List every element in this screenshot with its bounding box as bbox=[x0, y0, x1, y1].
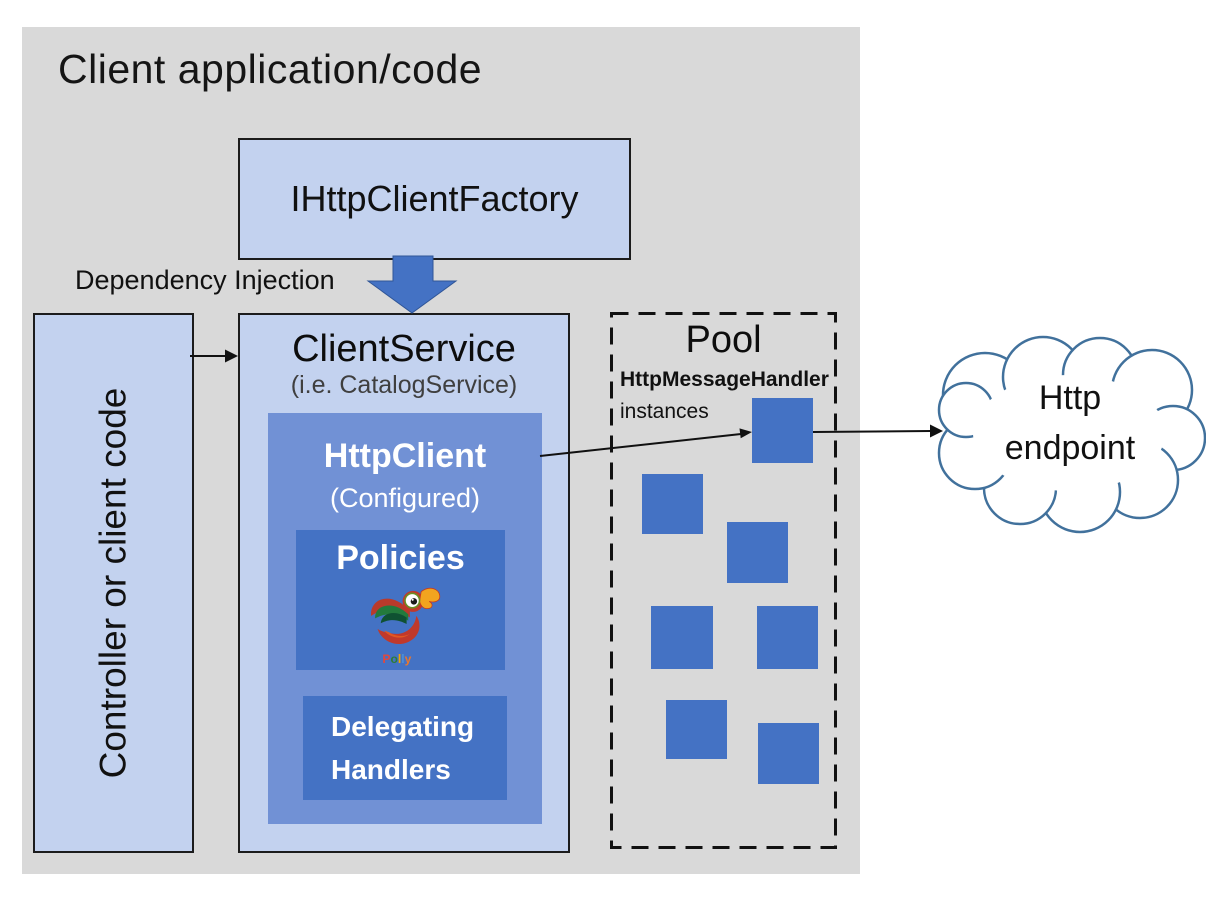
pool-title: Pool bbox=[685, 319, 762, 361]
policies-box: Policies bbox=[296, 530, 505, 670]
pool-handler-type-label: HttpMessageHandler bbox=[620, 368, 829, 391]
client-service-title: ClientService bbox=[292, 328, 516, 370]
pool-instances-label: instances bbox=[620, 400, 709, 423]
http-client-title: HttpClient bbox=[323, 437, 487, 475]
polly-parrot-icon: Polly bbox=[363, 582, 447, 666]
client-application-title: Client application/code bbox=[58, 46, 483, 92]
dependency-injection-label: Dependency Injection bbox=[75, 265, 335, 295]
http-client-box: HttpClient (Configured) Policies bbox=[268, 413, 542, 824]
client-application-box: Client application/code IHttpClientFacto… bbox=[22, 27, 860, 874]
policies-label: Policies bbox=[336, 539, 465, 577]
ihttpclientfactory-box: IHttpClientFactory bbox=[238, 138, 631, 260]
polly-logo-text: Polly bbox=[382, 652, 411, 666]
handler-instance-square bbox=[757, 606, 818, 669]
delegating-handlers-line2: Handlers bbox=[331, 754, 451, 785]
ihttpclientfactory-label: IHttpClientFactory bbox=[290, 178, 579, 219]
endpoint-label-line2: endpoint bbox=[1005, 429, 1136, 467]
controller-label: Controller or client code bbox=[92, 387, 134, 779]
http-client-subtitle: (Configured) bbox=[329, 483, 481, 513]
delegating-handlers-line1: Delegating bbox=[331, 711, 475, 742]
handler-instance-square bbox=[642, 474, 703, 534]
handler-instance-square bbox=[752, 398, 813, 463]
client-service-subtitle: (i.e. CatalogService) bbox=[290, 371, 518, 399]
delegating-handlers-box: Delegating Handlers bbox=[303, 696, 507, 800]
handler-instance-square bbox=[758, 723, 819, 784]
controller-box: Controller or client code bbox=[33, 313, 194, 853]
client-service-box: ClientService (i.e. CatalogService) Http… bbox=[238, 313, 570, 853]
handler-instance-square bbox=[727, 522, 788, 583]
pool-box: Pool HttpMessageHandler instances bbox=[610, 312, 837, 849]
handler-instance-square bbox=[651, 606, 713, 669]
http-endpoint-cloud: Http endpoint bbox=[937, 335, 1206, 534]
endpoint-label-line1: Http bbox=[1039, 379, 1101, 417]
handler-instance-square bbox=[666, 700, 727, 759]
